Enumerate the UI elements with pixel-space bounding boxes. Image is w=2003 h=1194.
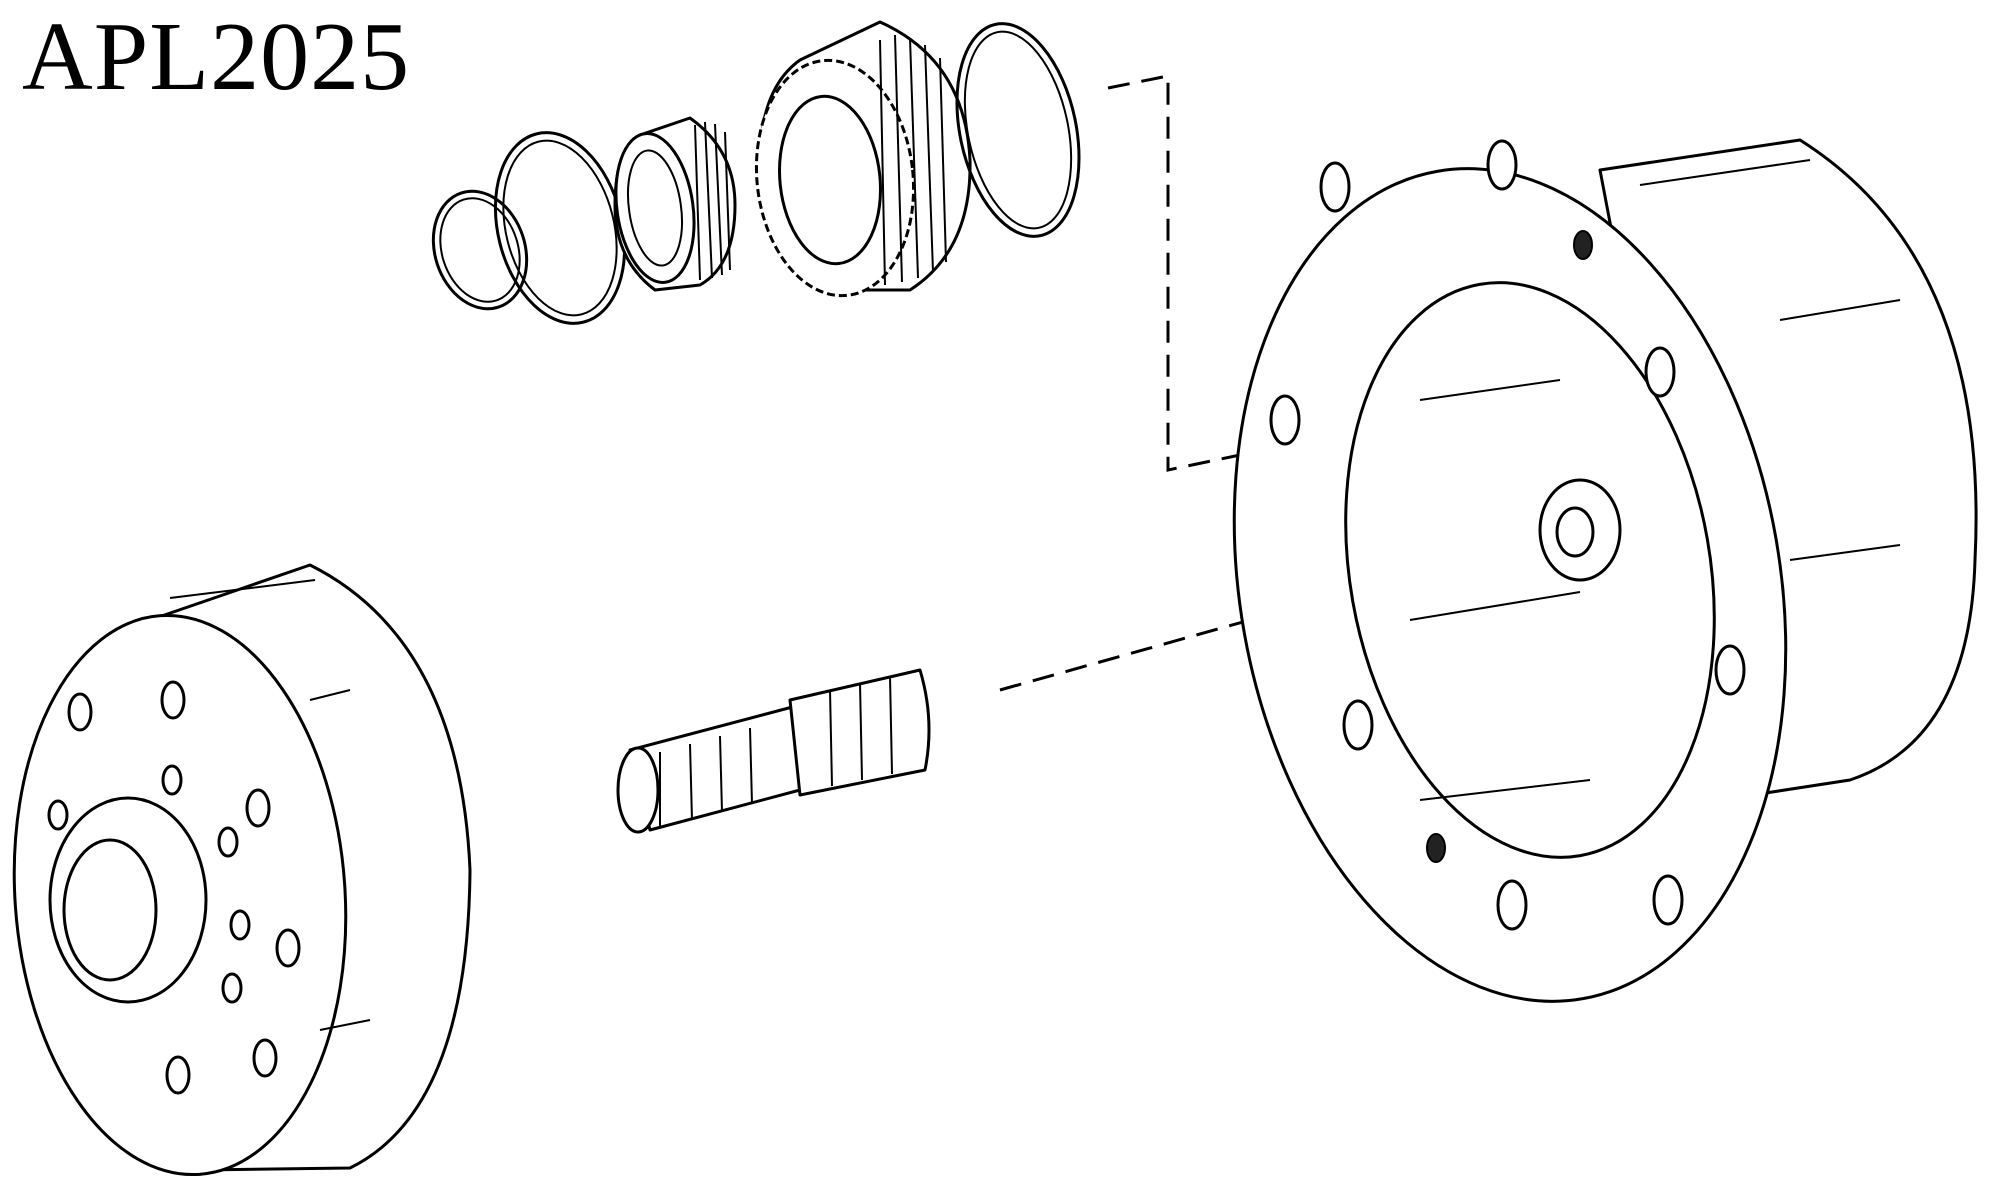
splined-shaft bbox=[616, 668, 931, 834]
hub-bolt-holes bbox=[47, 680, 301, 1095]
planetary-hub bbox=[12, 563, 472, 1177]
retaining-ring bbox=[955, 22, 1081, 238]
needle-bearing bbox=[613, 116, 737, 292]
flange-bolt-holes bbox=[1269, 139, 1746, 931]
small-snap-ring bbox=[431, 189, 529, 311]
flanged-housing bbox=[1232, 138, 1978, 1003]
part-code-label: APL2025 bbox=[22, 3, 411, 111]
spur-gear bbox=[754, 20, 972, 298]
